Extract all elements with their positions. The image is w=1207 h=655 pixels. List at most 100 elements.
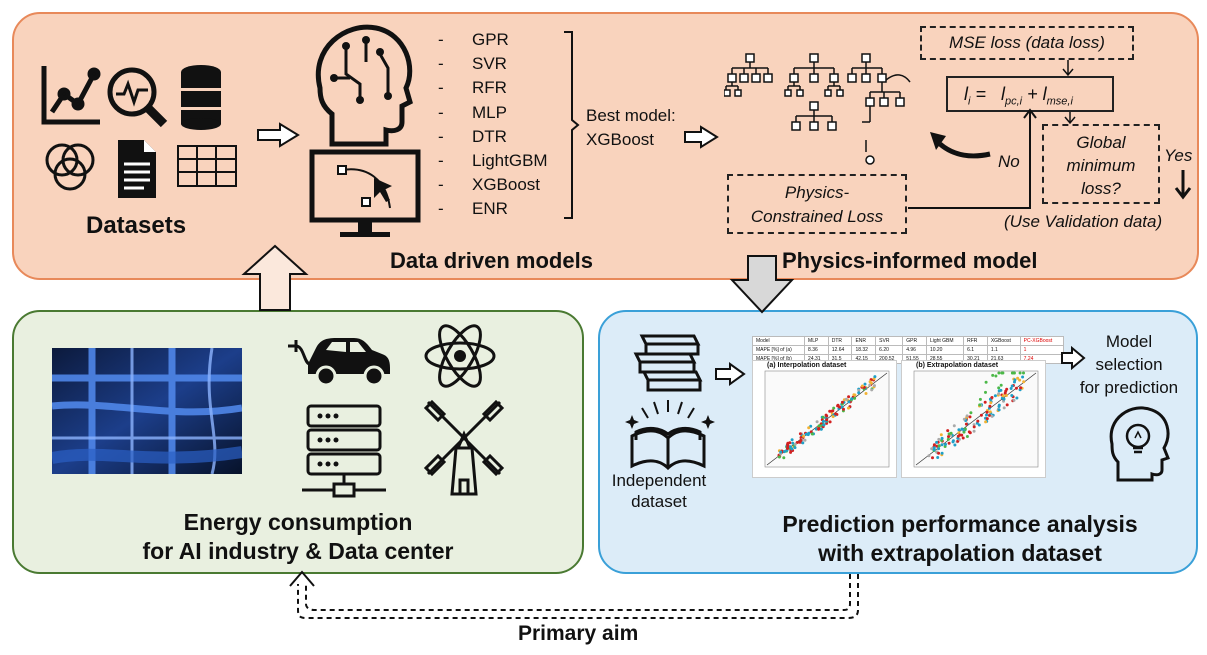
interpolation-scatter-chart: (a) Interpolation dataset: [752, 360, 897, 478]
loss-equation-box: li = lpc,i + lmse,i: [946, 76, 1114, 112]
scatter-point: [964, 422, 968, 426]
scatter-point: [997, 386, 1001, 390]
scatter-point: [801, 441, 805, 445]
scatter-point: [1014, 386, 1018, 390]
scatter-point: [819, 427, 823, 431]
scatter-point: [783, 450, 786, 454]
scatter-point: [997, 403, 1001, 407]
scatter-point: [985, 410, 989, 414]
table-cell: MLP: [804, 336, 829, 346]
scatter-point: [1010, 394, 1014, 397]
scatter-point: [944, 442, 947, 446]
table-cell: SVR: [875, 336, 904, 346]
scatter-point: [847, 406, 850, 410]
scatter-point: [864, 392, 868, 395]
extrapolation-scatter-chart: (b) Extrapolation dataset: [901, 360, 1046, 478]
scatter-point: [947, 435, 950, 439]
scatter-point: [935, 440, 939, 444]
list-item: - DTR: [438, 126, 507, 146]
scatter-point: [1022, 380, 1026, 384]
scatter-point: [790, 438, 794, 442]
scatter-point: [817, 427, 821, 431]
scatter-point: [960, 427, 964, 431]
table-cell: RFR: [963, 336, 988, 346]
best-model-text: Best model: XGBoost: [586, 106, 676, 149]
scatter-point: [997, 408, 1001, 412]
scatter-point: [1001, 394, 1005, 398]
scatter-point: [927, 454, 931, 458]
right-arrow-icon: [715, 362, 746, 386]
scatter-point: [993, 394, 997, 398]
scatter-point: [999, 383, 1003, 387]
scatter-point: [997, 392, 1001, 396]
scatter-point: [786, 441, 790, 445]
scatter-point: [991, 373, 995, 377]
table-cell: MAPE [%] of (a): [751, 345, 806, 355]
scatter-point: [956, 434, 960, 438]
table-cell: DTR: [827, 336, 853, 346]
scatter-point: [976, 419, 980, 423]
scatter-point: [932, 448, 936, 452]
scatter-point: [962, 417, 966, 421]
table-cell: 4.96: [902, 345, 927, 355]
scatter-point: [936, 456, 940, 459]
scatter-point: [1012, 398, 1016, 402]
scatter-point: [840, 400, 844, 404]
scatter-point: [828, 420, 832, 424]
scatter-point: [940, 451, 944, 455]
scatter-point: [790, 447, 794, 451]
scatter-point: [804, 432, 808, 436]
document-icon: [118, 140, 156, 198]
scatter-point: [1022, 371, 1025, 375]
table-row: MAPE [%] of (a) 8.36 12.64 18.32 6.20 4.…: [751, 345, 1065, 355]
scatter-point: [817, 424, 821, 428]
scatter-point: [850, 397, 854, 401]
scatter-point: [809, 424, 813, 428]
tree-icon: [847, 53, 905, 165]
right-arrow-icon: [1061, 346, 1086, 370]
scatter-point: [946, 437, 950, 441]
global-minimum-box: Global minimum loss?: [1042, 124, 1160, 204]
monitor-icon: [309, 149, 421, 237]
scatter-point: [868, 383, 872, 387]
scatter-point: [1005, 387, 1009, 391]
magnifier-icon: [107, 67, 168, 128]
list-item: - XGBoost: [438, 175, 541, 195]
table-grid-icon: [177, 145, 237, 187]
scatter-point: [990, 396, 994, 399]
scatter-point: [989, 401, 993, 405]
scatter-point: [786, 444, 790, 448]
scatter-point: [1009, 387, 1013, 390]
scatter-point: [838, 405, 841, 409]
scatter-point: [788, 445, 792, 449]
scatter-point: [978, 397, 982, 401]
scatter-point: [949, 431, 953, 435]
no-label: No: [998, 152, 1020, 171]
scatter-point: [1005, 403, 1009, 407]
table-cell: 6.1: [963, 345, 988, 355]
scatter-point: [825, 421, 829, 425]
primary-aim-loop-arrow: [289, 570, 859, 619]
scatter-point: [793, 442, 797, 446]
table-cell: Light GBM: [925, 336, 965, 346]
scatter-point: [937, 451, 941, 455]
scatter-point: [815, 420, 819, 424]
electric-car-icon: [288, 338, 390, 387]
scatter-point: [844, 397, 848, 401]
list-item: - MLP: [438, 102, 507, 122]
mse-loss-box: MSE loss (data loss): [920, 26, 1134, 60]
physics-informed-label: Physics-informed model: [782, 248, 1038, 273]
scatter-point: [782, 456, 786, 460]
table-cell: ENR: [851, 336, 877, 346]
down-arrow-icon: [1174, 170, 1192, 200]
list-item: - RFR: [438, 78, 507, 98]
table-cell: GPR: [902, 336, 927, 346]
scatter-point: [791, 441, 795, 445]
list-item: - LightGBM: [438, 151, 548, 171]
scatter-point: [937, 437, 941, 441]
scatter-point: [962, 430, 966, 434]
table-cell: 8.36: [804, 345, 829, 355]
scatter-point: [822, 423, 826, 427]
scatter-point: [828, 409, 832, 413]
scatter-point: [793, 446, 797, 450]
